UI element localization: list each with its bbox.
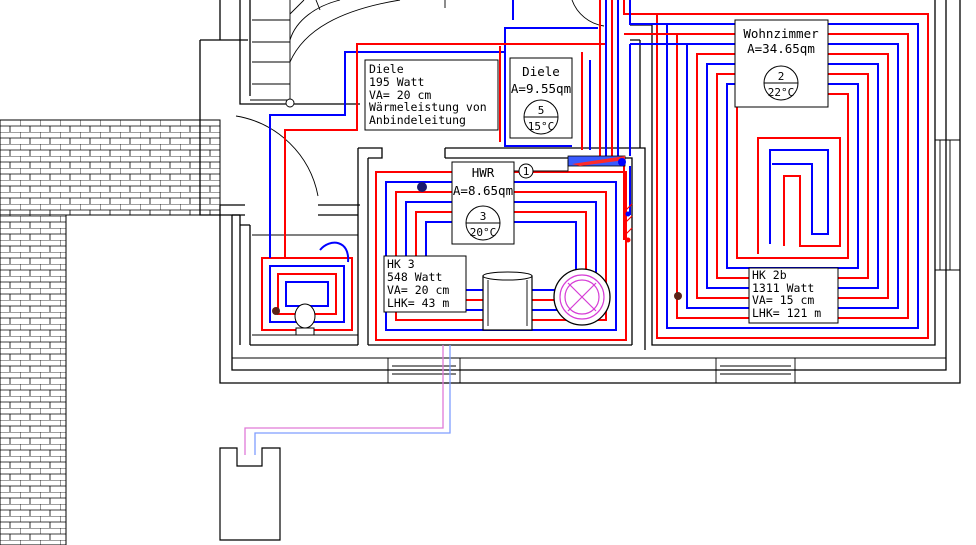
stair-spiral-lines <box>289 0 446 63</box>
room-diele-number: 5 <box>538 104 545 117</box>
wohnzimmer-loop-supply-1 <box>656 13 929 339</box>
manifold-marker-circle <box>518 163 534 179</box>
connection-line-blue <box>254 345 451 455</box>
circuit-hk3-name: HK 3 <box>387 257 415 271</box>
bottom-window-right <box>715 358 796 383</box>
outer-wall <box>219 0 961 384</box>
manifold-marker: 1 <box>514 160 569 179</box>
circuit-hk3-va: VA= 20 cm <box>387 283 449 297</box>
valve-dot-red <box>625 237 631 243</box>
diele-info-power: 195 Watt <box>369 75 424 89</box>
room-label-hwr: HWR A=8.65qm 3 20°C <box>451 161 515 245</box>
walls <box>199 0 961 384</box>
room-hwr-number: 3 <box>480 210 487 223</box>
toilet-tank <box>295 327 315 336</box>
toilet <box>294 303 316 336</box>
door-swing-diele <box>235 115 319 197</box>
room-label-wohnzimmer: Wohnzimmer A=34.65qm 2 22°C <box>734 19 829 108</box>
boiler-ring-inner <box>564 279 600 315</box>
room-wohnzimmer-number: 2 <box>778 70 785 83</box>
circuit-hk3-box <box>383 255 467 313</box>
wohnzimmer-serpentine-supply <box>757 137 841 254</box>
bath-walls <box>220 204 360 346</box>
diele-pipe-return <box>269 27 598 258</box>
room-diele-area: A=9.55qm <box>511 81 571 96</box>
toilet-bowl <box>294 303 316 329</box>
room-hwr-area: A=8.65qm <box>453 183 513 198</box>
wohnzimmer-serpentine-return <box>769 149 829 244</box>
circuit-hk2b-name: HK 2b <box>752 268 787 282</box>
manifold-supply-bar <box>572 156 625 166</box>
riser-dot-hwr <box>417 182 427 192</box>
manifold-marker-number: 1 <box>523 165 530 178</box>
diele-info-box <box>364 59 499 131</box>
diele-pipe-supply <box>284 43 606 258</box>
manifold-dot <box>618 158 626 166</box>
feed-line-supply-3 <box>623 0 657 15</box>
feed-line-return-4 <box>629 43 687 156</box>
room-wohnzimmer-temp: 22°C <box>768 86 795 99</box>
storage-tank-inner <box>487 280 528 326</box>
diele-info-va: VA= 20 cm <box>369 88 431 102</box>
riser-dot-bath <box>272 307 280 315</box>
boiler-unit <box>553 268 611 326</box>
room-wohnzimmer-area: A=34.65qm <box>747 41 815 56</box>
riser-dot-wohnzimmer <box>674 292 682 300</box>
diele-room-pipe-return <box>504 0 591 150</box>
outer-wall-inner <box>231 0 947 371</box>
boiler-ring-outer <box>559 274 605 320</box>
staircase <box>250 0 446 108</box>
brick-area-lower <box>0 214 67 545</box>
diele-info-label: Diele 195 Watt VA= 20 cm Wärmeleistung v… <box>364 59 499 131</box>
brick-area-upper <box>0 119 221 216</box>
stair-wall <box>239 0 360 105</box>
diele-info-title: Diele <box>369 62 404 76</box>
storage-tank-top <box>482 271 533 281</box>
hwr-walls <box>368 147 646 350</box>
room-hwr-name: HWR <box>472 165 495 180</box>
valve-dot-blue <box>625 211 631 217</box>
brick-hatch <box>0 119 221 545</box>
outside-box <box>219 447 281 541</box>
circuit-label-hk3: HK 3 548 Watt VA= 20 cm LHK= 43 m <box>383 255 467 313</box>
circuit-hk2b-va: VA= 15 cm <box>752 293 814 307</box>
room-label-diele: Diele A=9.55qm 5 15°C <box>509 57 573 139</box>
circuit-hk2b-lhk: LHK= 121 m <box>752 306 821 320</box>
bottom-window-left <box>387 358 461 383</box>
manifold-marker-leader <box>514 160 569 172</box>
room-wohnzimmer-name: Wohnzimmer <box>743 26 819 41</box>
manifold-feed-bundle <box>599 0 687 240</box>
diele-info-note1: Wärmeleistung von <box>369 100 487 114</box>
room-diele-name: Diele <box>522 64 560 79</box>
connection-line-pink <box>244 345 444 455</box>
circuit-hk3-power: 548 Watt <box>387 270 442 284</box>
boiler-cross <box>567 282 597 312</box>
storage-tank <box>482 271 533 331</box>
circuit-hk2b-power: 1311 Watt <box>752 281 814 295</box>
circuit-label-hk2b: HK 2b 1311 Watt VA= 15 cm LHK= 121 m <box>748 267 839 324</box>
room-diele-temp: 15°C <box>528 120 555 133</box>
bath-loop-return-curve <box>319 241 350 263</box>
diele-hwr-wall <box>357 147 383 345</box>
room-hwr-temp: 20°C <box>470 226 497 239</box>
stair-steps <box>250 19 290 101</box>
diele-room-pipe-supply <box>499 46 583 150</box>
diele-info-note2: Anbindeleitung <box>369 113 466 127</box>
right-window <box>935 139 960 271</box>
manifold-valve-symbols <box>625 203 633 235</box>
heating-manifold <box>567 155 626 167</box>
circuit-hk2b-box <box>748 267 839 324</box>
storage-tank-body <box>482 275 533 331</box>
feed-line-return-3 <box>629 0 667 25</box>
circuit-hk3-lhk: LHK= 43 m <box>387 296 449 310</box>
stair-handrail-end <box>285 98 295 108</box>
